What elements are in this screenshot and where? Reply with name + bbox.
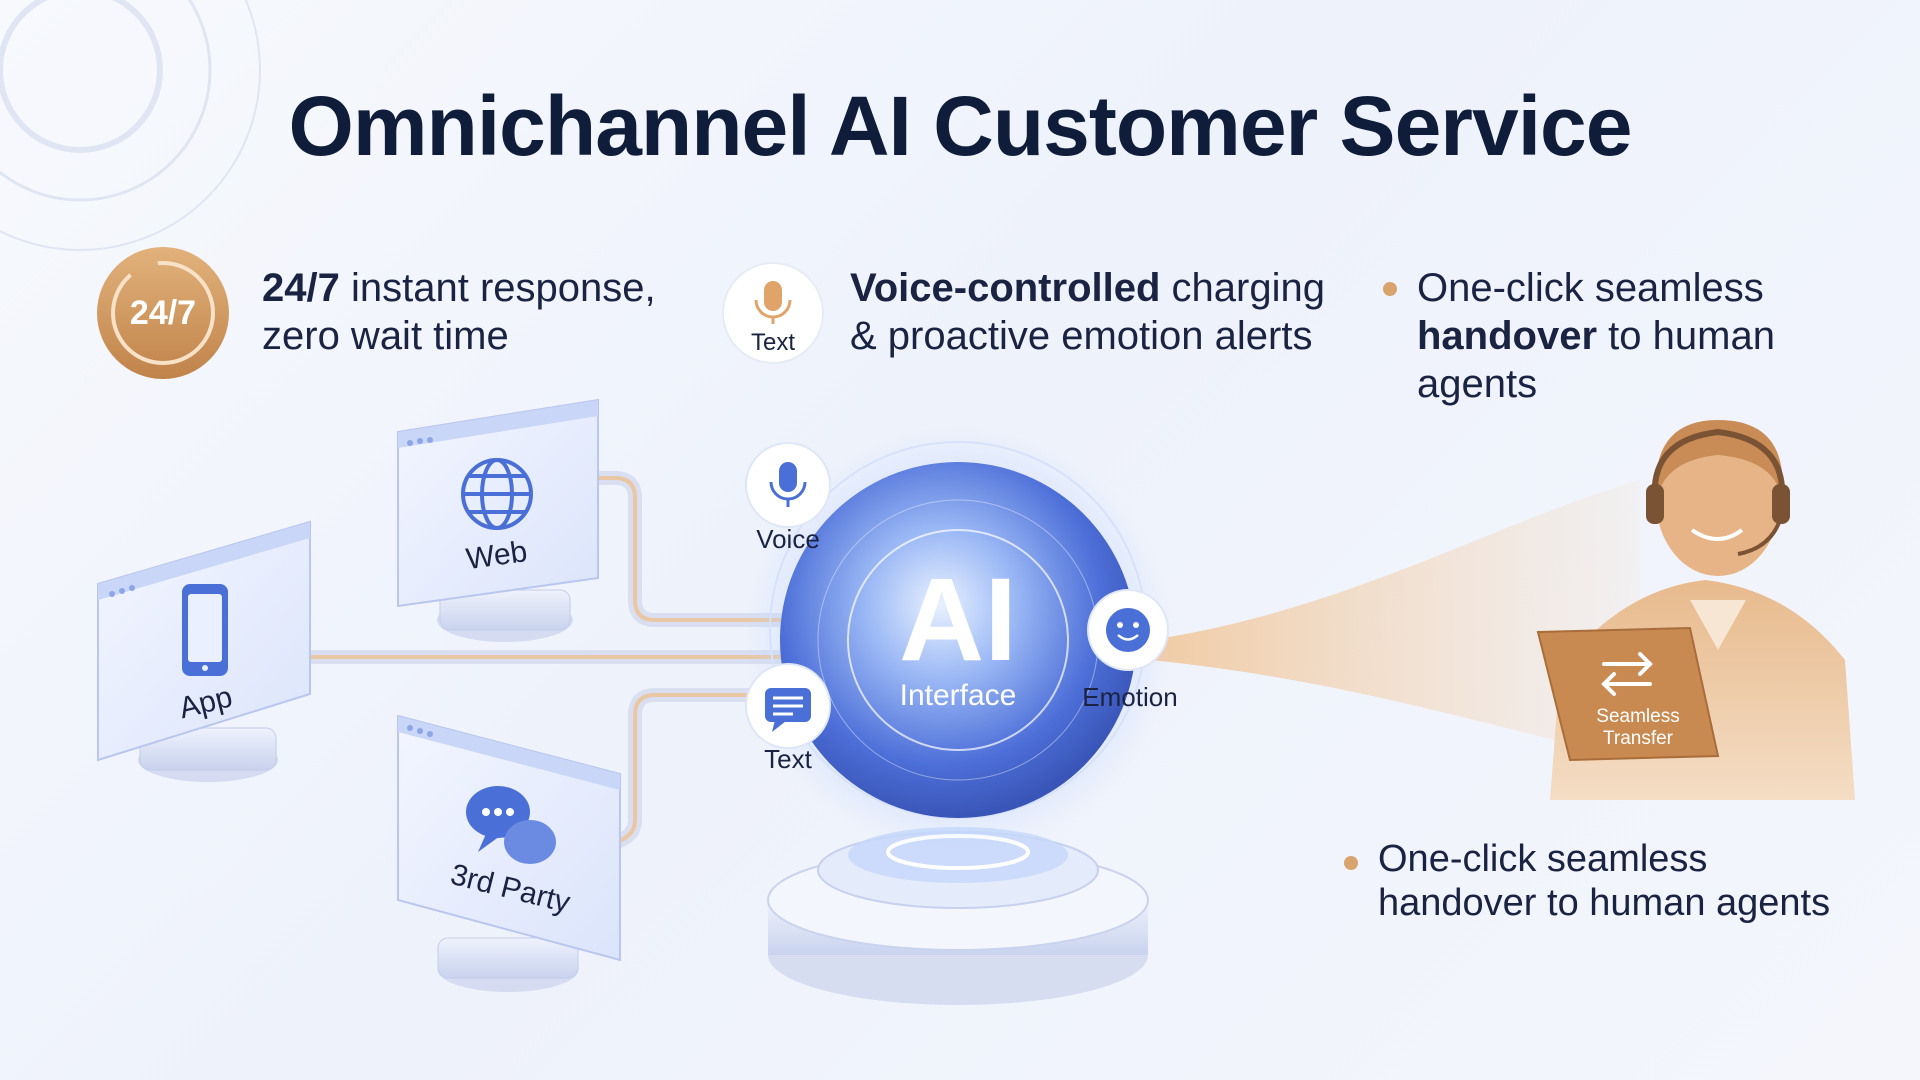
badge-label: 24/7 <box>130 294 196 332</box>
feature-handover-repeat: One-click seamless handover to human age… <box>1378 837 1830 925</box>
feature3-line2: to human <box>1597 314 1775 358</box>
globe-icon <box>461 458 533 530</box>
text-mode: Text <box>745 663 831 774</box>
ai-podium <box>767 827 1149 1005</box>
voice-mode-label: Voice <box>756 524 820 554</box>
feature3-line1: One-click seamless <box>1417 266 1764 310</box>
feature-handover: One-click seamless handover to human age… <box>1417 264 1775 408</box>
smartphone-icon <box>182 584 228 676</box>
emotion-mode-label: Emotion <box>1082 682 1177 712</box>
text-message-icon <box>765 688 811 732</box>
feature-voice-control: Voice-controlled charging & proactive em… <box>850 264 1325 360</box>
feature4-line1: One-click seamless <box>1378 838 1708 880</box>
feature-instant-response: 24/7 instant response, zero wait time <box>262 264 656 360</box>
mic-icon-label: Text <box>751 329 795 356</box>
text-mode-label: Text <box>764 744 812 774</box>
emotion-face-icon <box>1106 608 1150 652</box>
feature1-line1: instant response, <box>339 266 656 310</box>
feature1-line2: zero wait time <box>262 314 509 358</box>
decorative-rings <box>0 0 261 251</box>
channel-third-party: 3rd Party <box>397 714 621 992</box>
ai-core-big-label: AI <box>899 554 1017 686</box>
microphone-icon <box>769 462 807 507</box>
tablet-label-line1: Seamless <box>1596 706 1679 727</box>
transfer-arrows-icon <box>1601 652 1653 696</box>
voice-mode: Voice <box>745 442 831 554</box>
feature4-line2: handover to human agents <box>1378 882 1831 924</box>
microphone-icon: Text <box>722 262 824 364</box>
channel-app: App <box>97 520 311 782</box>
feature2-bold: Voice-controlled <box>850 266 1161 310</box>
badge-24-7-icon: 24/7 <box>97 247 229 379</box>
handover-beam <box>1150 480 1640 760</box>
emotion-mode: Emotion <box>1082 589 1178 712</box>
feature2-line1: charging <box>1160 266 1325 310</box>
chat-bubbles-icon <box>466 786 556 864</box>
feature1-bold: 24/7 <box>262 266 340 310</box>
feature3-line3: agents <box>1417 362 1538 406</box>
tablet-label-line2: Transfer <box>1603 728 1674 749</box>
ai-core-sub-label: Interface <box>900 679 1017 712</box>
ai-core-orb: AI Interface <box>743 425 1173 855</box>
channel-web: Web <box>397 398 599 642</box>
feature4-bullet <box>1344 856 1358 870</box>
feature3-bullet <box>1383 282 1397 296</box>
feature3-bold: handover <box>1417 314 1598 358</box>
page-title: Omnichannel AI Customer Service <box>288 79 1633 173</box>
seamless-transfer-tablet: Seamless Transfer <box>1536 626 1720 762</box>
feature2-line2: & proactive emotion alerts <box>850 314 1313 358</box>
